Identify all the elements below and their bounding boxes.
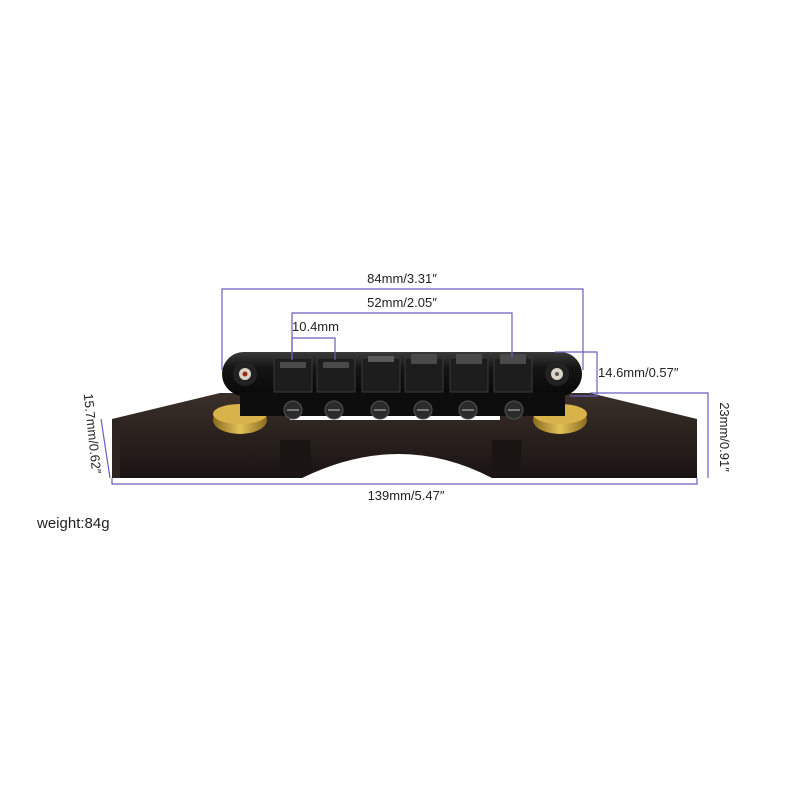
screw-icon (413, 400, 433, 420)
dimension-line-string-spacing (291, 312, 513, 360)
screw-icon (458, 400, 478, 420)
base-end-height-label: 15.7mm/0.62″ (81, 393, 104, 475)
saddle-pitch-label: 10.4mm (292, 319, 339, 334)
weight-label: weight:84g (37, 515, 110, 532)
screw-icon (283, 400, 303, 420)
base-length-label: 139mm/5.47″ (368, 488, 445, 503)
saddle (361, 356, 401, 393)
intonation-screws (283, 400, 524, 420)
total-height-label: 23mm/0.91″ (717, 402, 732, 472)
dimension-line-saddle-pitch (291, 337, 336, 360)
dimension-line-base-end (100, 418, 111, 479)
string-spacing-label: 52mm/2.05″ (367, 295, 437, 310)
dimension-lines (100, 288, 709, 485)
saddle (449, 354, 489, 393)
screw-icon (504, 400, 524, 420)
screw-icon (370, 400, 390, 420)
bridge-height-label: 14.6mm/0.57″ (598, 365, 679, 380)
dimension-line-bridge-height (555, 351, 598, 397)
dimension-line-total-height (590, 392, 709, 478)
saddles (273, 354, 533, 393)
overall-width-label: 84mm/3.31″ (367, 271, 437, 286)
saddle (493, 354, 533, 393)
dimension-line-base-length (111, 478, 698, 485)
saddle (404, 354, 444, 393)
saddle (273, 357, 313, 393)
dimension-line-overall-width (221, 288, 584, 370)
saddle (316, 357, 356, 393)
screw-icon (324, 400, 344, 420)
